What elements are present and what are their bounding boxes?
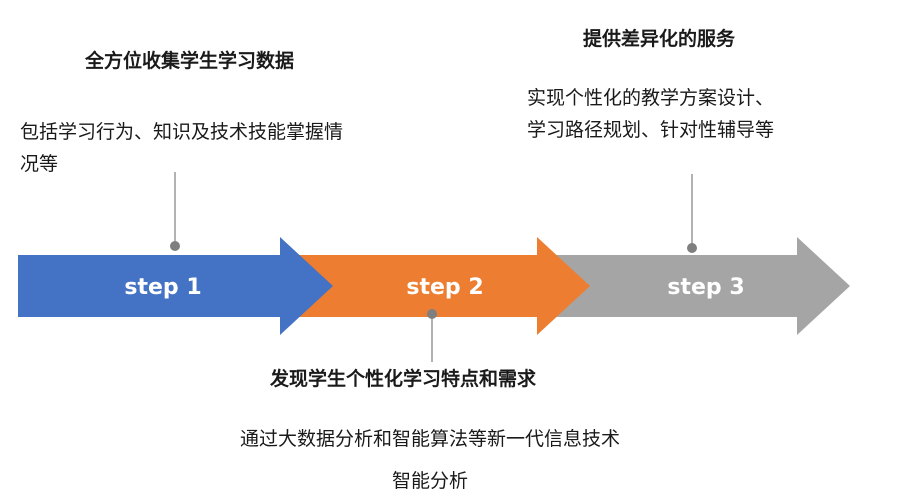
step-3-label: step 3 bbox=[667, 275, 744, 300]
step-3-title: 提供差异化的服务 bbox=[583, 28, 736, 50]
step-2-description-line-1: 通过大数据分析和智能算法等新一代信息技术 bbox=[239, 428, 620, 450]
step-1-arrow bbox=[18, 237, 333, 335]
step-3-description: 实现个性化的教学方案设计、 学习路径规划、针对性辅导等 bbox=[527, 82, 887, 146]
step-1-description-line-1: 包括学习行为、知识及技术技能掌握情 bbox=[20, 121, 344, 143]
step-2-description: 通过大数据分析和智能算法等新一代信息技术 智能分析 bbox=[120, 418, 740, 502]
step-3-description-line-2: 学习路径规划、针对性辅导等 bbox=[527, 119, 775, 141]
step-2-title: 发现学生个性化学习特点和需求 bbox=[270, 368, 537, 390]
step-2-description-line-2: 智能分析 bbox=[391, 470, 468, 492]
step-2-arrow bbox=[290, 237, 590, 335]
step-3-connector-dot bbox=[687, 243, 697, 253]
step-2-connector-dot bbox=[427, 309, 437, 319]
step-1-description: 包括学习行为、知识及技术技能掌握情 况等 bbox=[20, 116, 450, 180]
step-3-description-line-1: 实现个性化的教学方案设计、 bbox=[527, 87, 775, 109]
step-3-arrow bbox=[540, 237, 850, 335]
step-2-label: step 2 bbox=[406, 275, 483, 300]
step-1-label: step 1 bbox=[124, 275, 201, 300]
step-1-connector-dot bbox=[170, 241, 180, 251]
step-1-title: 全方位收集学生学习数据 bbox=[85, 50, 295, 72]
step-1-description-line-2: 况等 bbox=[20, 153, 59, 175]
